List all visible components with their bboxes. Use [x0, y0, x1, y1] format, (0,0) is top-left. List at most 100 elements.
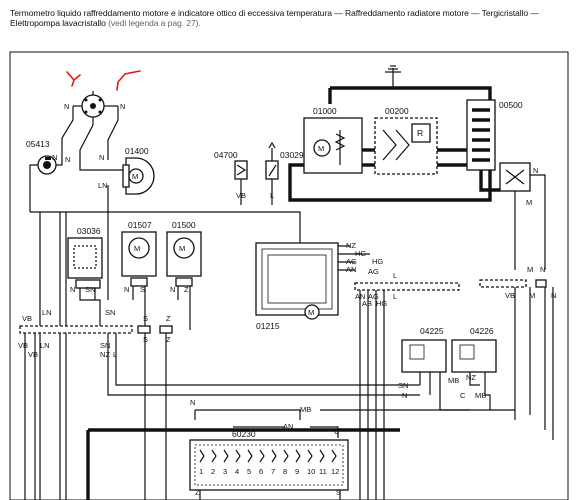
- svg-text:Z: Z: [166, 335, 171, 344]
- fuse-slot: [319, 449, 325, 463]
- caption-main: Termometro liquido raffreddamento motore…: [10, 8, 539, 28]
- fuse-number: 10: [307, 467, 315, 476]
- label-00200: 00200: [385, 106, 409, 116]
- fuse-slot: [331, 449, 337, 463]
- fuse-slot: [271, 449, 277, 463]
- component-04700: 04700 VB: [214, 150, 248, 205]
- label-03036: 03036: [77, 226, 101, 236]
- svg-text:L: L: [113, 350, 117, 359]
- label-04226: 04226: [470, 326, 494, 336]
- component-01500: M 01500: [166, 220, 202, 287]
- fuse-number: 1: [199, 467, 203, 476]
- ground-symbol: [385, 65, 401, 88]
- label-01400: 01400: [125, 146, 149, 156]
- svg-text:SN: SN: [105, 308, 115, 317]
- svg-text:AN: AN: [283, 422, 293, 431]
- component-03036: 03036: [67, 226, 103, 289]
- svg-text:AB: AB: [362, 299, 372, 308]
- svg-text:M: M: [527, 265, 533, 274]
- svg-text:M: M: [308, 308, 314, 317]
- svg-text:N: N: [120, 102, 125, 111]
- svg-text:L: L: [393, 271, 397, 280]
- svg-text:N: N: [540, 265, 545, 274]
- component-01000: M 01000: [303, 106, 363, 174]
- component-01400: M 01400: [122, 146, 155, 195]
- svg-text:HG: HG: [376, 299, 387, 308]
- svg-text:M: M: [179, 244, 185, 253]
- svg-text:AN: AN: [346, 265, 356, 274]
- svg-text:M: M: [529, 291, 535, 300]
- svg-text:M: M: [318, 144, 324, 153]
- label-60230: 60230: [232, 429, 256, 439]
- svg-text:VB: VB: [236, 191, 246, 200]
- svg-text:Z: Z: [184, 285, 189, 294]
- label-01500: 01500: [172, 220, 196, 230]
- fuse-slot: [259, 449, 265, 463]
- svg-text:LN: LN: [40, 341, 50, 350]
- svg-text:VB: VB: [505, 291, 515, 300]
- svg-text:N: N: [402, 391, 407, 400]
- diagram-caption: Termometro liquido raffreddamento motore…: [10, 8, 570, 28]
- svg-text:VB: VB: [22, 314, 32, 323]
- fuse-number: 2: [211, 467, 215, 476]
- svg-text:VB: VB: [28, 350, 38, 359]
- svg-text:S: S: [143, 314, 148, 323]
- svg-text:N: N: [99, 153, 104, 162]
- fuse-number: 5: [247, 467, 251, 476]
- svg-text:N: N: [533, 166, 538, 175]
- annotation-arrow-right: [116, 70, 141, 91]
- svg-text:N: N: [64, 102, 69, 111]
- component-03029: 03029 L: [265, 141, 304, 205]
- diagram-frame: [9, 51, 569, 500]
- svg-text:SN: SN: [100, 341, 110, 350]
- svg-text:MB: MB: [300, 405, 311, 414]
- svg-text:C: C: [460, 391, 466, 400]
- svg-text:L: L: [270, 191, 274, 200]
- svg-text:L: L: [393, 292, 397, 301]
- label-01507: 01507: [128, 220, 152, 230]
- component-00500: 00500: [466, 99, 523, 171]
- label-03029: 03029: [280, 150, 304, 160]
- component-60230: 60230: [189, 429, 349, 491]
- fuse-number: 11: [319, 467, 327, 476]
- svg-text:NZ: NZ: [466, 373, 476, 382]
- svg-text:Z: Z: [166, 314, 171, 323]
- svg-text:HG: HG: [372, 257, 383, 266]
- connector-strip-right: [479, 279, 547, 288]
- svg-text:AG: AG: [368, 267, 379, 276]
- label-01000: 01000: [313, 106, 337, 116]
- fuse-number: 6: [259, 467, 263, 476]
- fuse-number: 12: [331, 467, 339, 476]
- svg-text:NZ: NZ: [100, 350, 110, 359]
- fuse-slot: [295, 449, 301, 463]
- fuse-slot: [223, 449, 229, 463]
- label-04700: 04700: [214, 150, 238, 160]
- svg-text:S: S: [336, 488, 341, 497]
- component-04226: 04226: [451, 326, 497, 373]
- svg-text:S: S: [140, 285, 145, 294]
- svg-text:N: N: [551, 291, 556, 300]
- annotation-arrow-left: [66, 71, 81, 87]
- component-01215: M 01215: [255, 242, 339, 331]
- svg-text:LN: LN: [42, 308, 52, 317]
- fuse-slot: [307, 449, 313, 463]
- fuse-slot: [211, 449, 217, 463]
- fuse-slot: [199, 449, 205, 463]
- fuse-slot: [247, 449, 253, 463]
- connector-strip-left: [19, 325, 173, 334]
- svg-text:N: N: [65, 155, 70, 164]
- label-00500: 00500: [499, 100, 523, 110]
- component-00200: R 00200: [374, 106, 438, 175]
- label-05413: 05413: [26, 139, 50, 149]
- svg-text:MB: MB: [475, 391, 486, 400]
- svg-text:M: M: [132, 172, 138, 181]
- svg-text:SN: SN: [85, 285, 95, 294]
- svg-text:R: R: [417, 128, 423, 138]
- svg-text:N: N: [124, 285, 129, 294]
- rotary-switch: N N: [64, 91, 125, 125]
- fuse-number: 3: [223, 467, 227, 476]
- svg-text:VB: VB: [18, 341, 28, 350]
- svg-text:NZ: NZ: [346, 241, 356, 250]
